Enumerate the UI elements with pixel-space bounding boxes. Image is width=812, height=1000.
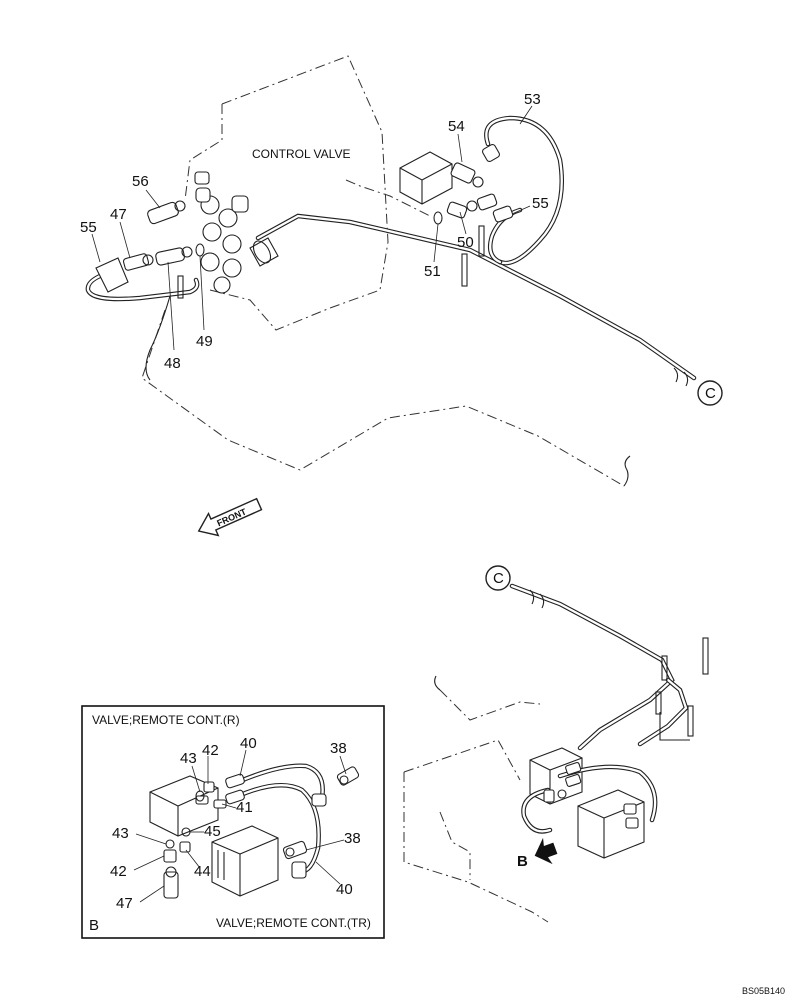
callout-48: 48 <box>164 355 181 372</box>
control-valve-outline <box>141 55 631 487</box>
drawing-code: BS05B140 <box>742 986 785 996</box>
view-b-arrow: B <box>517 837 558 870</box>
callout-56: 56 <box>132 173 149 190</box>
inset-valve-tr <box>211 825 279 897</box>
control-valve-label: CONTROL VALVE <box>252 147 350 161</box>
callout-55-left: 55 <box>80 219 97 236</box>
inset-title-tr: VALVE;REMOTE CONT.(TR) <box>216 916 371 930</box>
inset-fittings <box>163 766 360 899</box>
clamp-rods-top <box>461 225 485 287</box>
clamp-rods-bottom <box>655 637 709 741</box>
inset-box <box>81 705 385 939</box>
top-leader-lines <box>91 105 533 351</box>
section-c-marker-bottom: C <box>485 565 511 591</box>
inset-callout-38-upper: 38 <box>330 740 347 757</box>
inset-hoses-40 <box>225 763 327 879</box>
o-ring-49 <box>195 243 205 257</box>
fitting-56 <box>147 200 186 225</box>
inset-leader-lines <box>133 749 347 903</box>
callout-49: 49 <box>196 333 213 350</box>
hose-55-left <box>85 257 200 381</box>
inset-callout-43-upper: 43 <box>180 750 197 767</box>
inset-callout-38-lower: 38 <box>344 830 361 847</box>
machine-frame-bottom <box>403 675 549 923</box>
remote-valve-assembly <box>521 747 658 859</box>
inset-title-r: VALVE;REMOTE CONT.(R) <box>92 713 240 727</box>
callout-47-top: 47 <box>110 206 127 223</box>
inset-callout-44: 44 <box>194 863 211 880</box>
inset-callout-40-lower: 40 <box>336 881 353 898</box>
solenoid-block <box>345 151 453 217</box>
inset-callout-42-upper: 42 <box>202 742 219 759</box>
svg-text:B: B <box>517 853 528 870</box>
front-arrow: FRONT <box>197 497 263 537</box>
fitting-47-top <box>122 253 154 271</box>
callout-54: 54 <box>448 118 465 135</box>
callout-51: 51 <box>424 263 441 280</box>
fitting-50 <box>446 200 478 219</box>
pipe-to-c-top <box>249 213 697 387</box>
inset-callout-41: 41 <box>236 799 253 816</box>
o-ring-51 <box>433 211 443 225</box>
callout-55-right: 55 <box>532 195 549 212</box>
svg-text:C: C <box>705 385 716 402</box>
fitting-48 <box>155 246 193 266</box>
inset-callout-40-upper: 40 <box>240 735 257 752</box>
callout-50: 50 <box>457 234 474 251</box>
section-c-marker-top: C <box>697 380 723 406</box>
inset-callout-43-lower: 43 <box>112 825 129 842</box>
hose-53 <box>476 115 565 266</box>
inset-callout-45: 45 <box>204 823 221 840</box>
svg-text:C: C <box>493 570 504 587</box>
fitting-54 <box>450 162 484 188</box>
inset-callout-42-lower: 42 <box>110 863 127 880</box>
callout-53: 53 <box>524 91 541 108</box>
inset-callout-47: 47 <box>116 895 133 912</box>
inset-letter: B <box>89 917 99 934</box>
